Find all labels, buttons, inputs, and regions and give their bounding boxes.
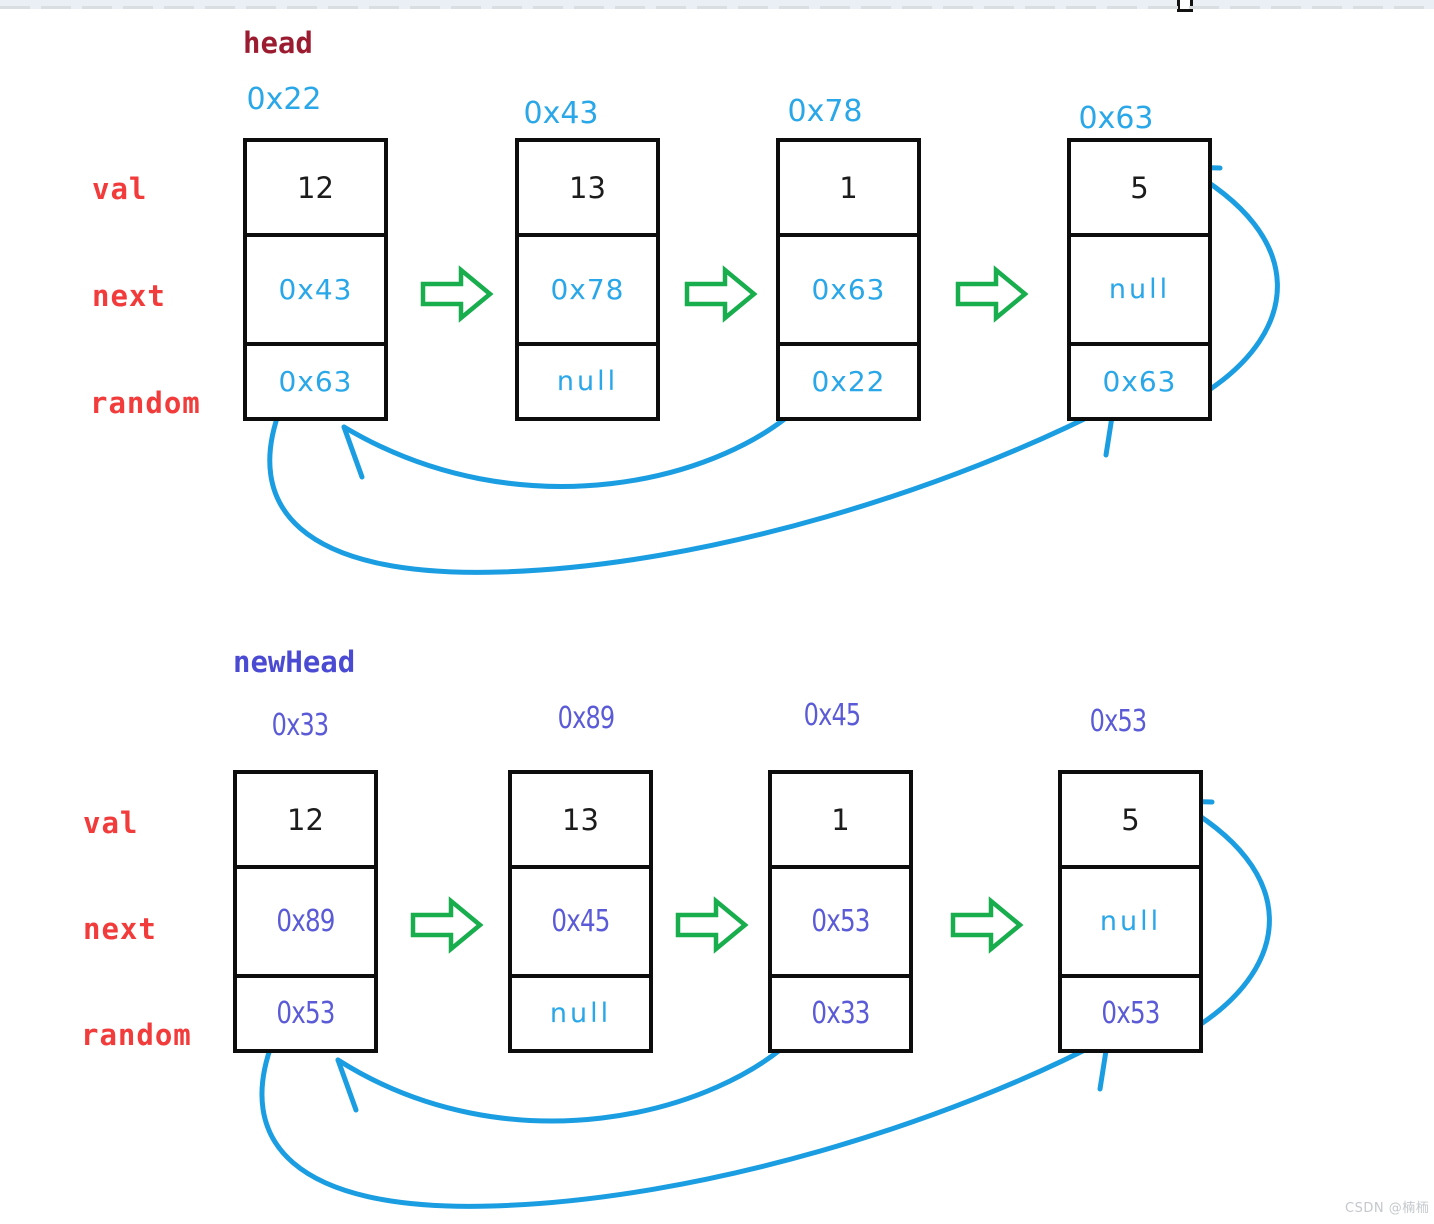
val-field: 5	[1130, 170, 1149, 205]
val-field: 1	[839, 170, 858, 205]
list-node: 5 null 0x63	[1067, 138, 1212, 421]
next-field: 0x45	[512, 865, 649, 974]
next-field: null	[1071, 233, 1208, 342]
node-address: 0x63	[1078, 101, 1154, 136]
cropped-toolbar-strip	[0, 0, 1434, 12]
field-label-val: val	[92, 172, 148, 206]
csdn-watermark: CSDN @楠栭	[1345, 1201, 1430, 1216]
next-field: 0x43	[247, 233, 384, 342]
node-address: 0x53	[1089, 704, 1148, 739]
val-field: 13	[562, 802, 599, 837]
random-curve-node1-to-node4	[267, 401, 1117, 575]
random-curve-node1-to-node4	[259, 1035, 1111, 1209]
next-field: 0x89	[237, 865, 374, 974]
arrowhead-barb	[335, 1057, 359, 1113]
field-label-random: random	[90, 386, 201, 420]
list-node: 12 0x89 0x53	[233, 770, 378, 1053]
field-label-next: next	[83, 912, 157, 946]
random-field: 0x53	[1062, 974, 1199, 1049]
head-pointer-label: head	[243, 26, 313, 60]
arrowhead-barb	[341, 424, 365, 480]
newhead-pointer-label: newHead	[233, 645, 356, 679]
random-field: null	[512, 974, 649, 1049]
next-arrow-icon	[955, 265, 1029, 323]
node-address: 0x22	[246, 82, 322, 117]
random-curve-node4-self	[1172, 798, 1272, 1029]
list-node: 1 0x63 0x22	[776, 138, 921, 421]
node-address: 0x43	[523, 96, 599, 131]
random-field: 0x63	[1071, 342, 1208, 417]
random-curve-node3-to-node1	[341, 397, 809, 489]
field-label-random: random	[81, 1018, 192, 1052]
field-label-next: next	[92, 279, 166, 313]
val-field: 5	[1121, 802, 1140, 837]
list-node: 13 0x45 null	[508, 770, 653, 1053]
random-field: 0x33	[772, 974, 909, 1049]
val-field: 12	[297, 170, 334, 205]
list-node: 13 0x78 null	[515, 138, 660, 421]
random-curve-node4-self	[1180, 164, 1280, 395]
next-arrow-icon	[675, 896, 749, 954]
node-address: 0x89	[557, 701, 616, 736]
node-address: 0x45	[803, 698, 862, 733]
next-arrow-icon	[684, 265, 758, 323]
random-field: 0x63	[247, 342, 384, 417]
random-field: 0x22	[780, 342, 917, 417]
next-field: 0x53	[772, 865, 909, 974]
node-address: 0x78	[787, 94, 863, 129]
node-address: 0x33	[271, 708, 330, 743]
random-curve-node3-to-node1	[335, 1029, 803, 1124]
next-arrow-icon	[950, 896, 1024, 954]
list-node: 5 null 0x53	[1058, 770, 1203, 1053]
random-field: null	[519, 342, 656, 417]
next-field: null	[1062, 865, 1199, 974]
next-arrow-icon	[420, 265, 494, 323]
random-field: 0x53	[237, 974, 374, 1049]
list-node: 1 0x53 0x33	[768, 770, 913, 1053]
next-field: 0x63	[780, 233, 917, 342]
next-field: 0x78	[519, 233, 656, 342]
val-field: 12	[287, 802, 324, 837]
next-arrow-icon	[410, 896, 484, 954]
val-field: 13	[569, 170, 606, 205]
field-label-val: val	[83, 806, 139, 840]
list-node: 12 0x43 0x63	[243, 138, 388, 421]
val-field: 1	[831, 802, 850, 837]
